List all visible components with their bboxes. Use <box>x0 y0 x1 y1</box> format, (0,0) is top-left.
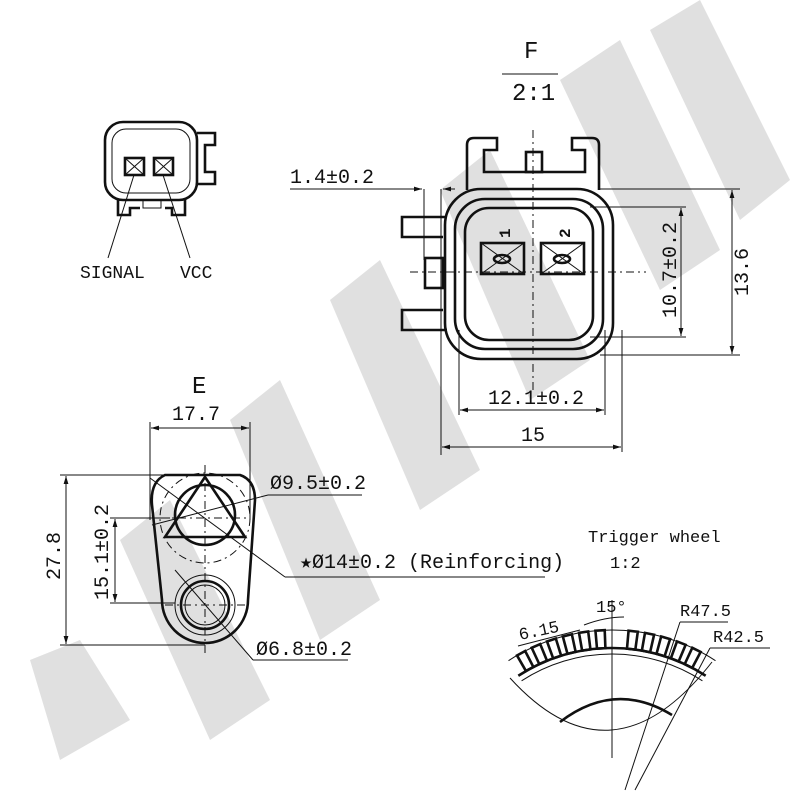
dim-inner-width: 12.1±0.2 <box>488 388 584 411</box>
view-f-title: F <box>524 39 538 66</box>
dim-hole-spacing: 15.1±0.2 <box>92 504 115 600</box>
dim-inner-radius: R42.5 <box>713 629 764 648</box>
wheel-tooth <box>625 629 640 652</box>
dim-tooth-width: 6.15 <box>517 619 561 646</box>
dim-outer-radius: R47.5 <box>680 603 731 622</box>
trigger-wheel-scale: 1:2 <box>610 555 641 574</box>
view-f-scale: 2:1 <box>512 81 555 108</box>
wheel-tooth <box>682 646 703 670</box>
trigger-wheel-title: Trigger wheel <box>588 529 721 548</box>
wheel-tooth <box>545 636 563 661</box>
dim-height: 13.6 <box>732 248 755 296</box>
trigger-wheel: Trigger wheel 1:2 6.15 15° R47.5 R42.5 <box>508 529 770 791</box>
wheel-tooth <box>594 628 607 651</box>
dim-tooth-angle: 15° <box>596 599 627 618</box>
dim-sensor-diameter: Ø9.5±0.2 <box>270 473 366 496</box>
dim-bracket-length: 27.8 <box>44 532 67 580</box>
dim-hole-diameter: Ø6.8±0.2 <box>256 639 352 662</box>
wheel-tooth <box>561 632 578 656</box>
signal-pin-label: SIGNAL <box>80 264 145 284</box>
view-e-title: E <box>192 374 206 401</box>
dim-width: 15 <box>521 425 545 448</box>
wheel-tooth <box>654 634 672 658</box>
dim-lock-offset: 1.4±0.2 <box>290 167 374 190</box>
view-e: E 17.7 27.8 15.1±0.2 Ø9.5±0.2 ★Ø14±0.2 (… <box>44 374 564 662</box>
wheel-tooth <box>577 630 592 653</box>
vcc-pin-label: VCC <box>180 264 213 284</box>
dim-inner-height: 10.7±0.2 <box>660 222 683 318</box>
dim-reinforcing-diameter: ★Ø14±0.2 (Reinforcing) <box>300 552 564 575</box>
connector-front-view: SIGNAL VCC <box>80 120 217 284</box>
wheel-tooth <box>640 631 656 654</box>
wheel-tooth <box>669 639 688 664</box>
pin-1-number: 1 <box>497 228 515 238</box>
pin-2-number: 2 <box>557 228 575 238</box>
view-f: F 2:1 1 2 1.4±0.2 13.6 10.7±0.2 <box>290 39 755 455</box>
wheel-tooth <box>515 649 536 673</box>
wheel-tooth <box>529 642 549 666</box>
dim-bracket-width: 17.7 <box>172 404 220 427</box>
